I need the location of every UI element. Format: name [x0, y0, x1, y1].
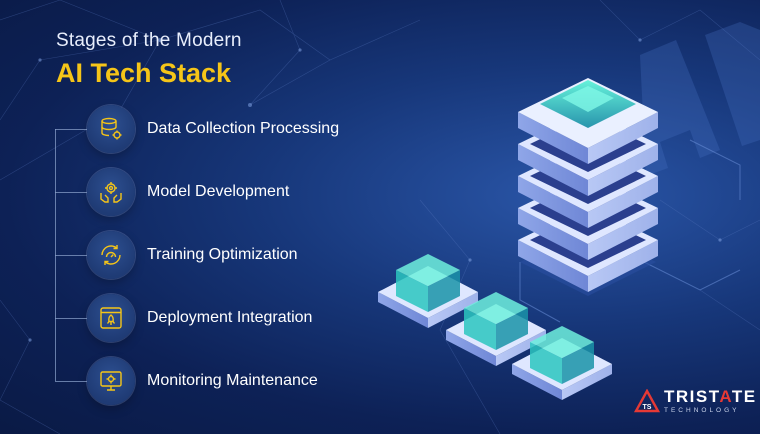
logo-name: TRISTATE [664, 387, 757, 406]
stage-label: Data Collection Processing [147, 120, 340, 137]
tristate-technology-logo: TS TRISTATE TECHNOLOGY [634, 388, 757, 414]
hands-gear-icon [87, 168, 135, 216]
stage-deployment-integration: Deployment Integration [55, 294, 312, 342]
stage-tick [55, 191, 87, 193]
logo-badge-text: TS [643, 404, 652, 411]
logo-wordmark: TRISTATE TECHNOLOGY [664, 388, 757, 414]
logo-subtitle: TECHNOLOGY [664, 407, 740, 414]
stage-tick [55, 128, 87, 130]
stage-tick [55, 317, 87, 319]
stage-tick [55, 380, 87, 382]
stage-tick [55, 254, 87, 256]
monitor-gear-icon [87, 357, 135, 405]
stage-training-optimization: Training Optimization [55, 231, 298, 279]
stage-label: Deployment Integration [147, 309, 313, 326]
heading-line-1: Stages of the Modern [56, 30, 242, 51]
stage-monitoring-maintenance: Monitoring Maintenance [55, 357, 318, 405]
stage-label: Model Development [147, 183, 290, 200]
logo-triangle-icon: TS [634, 389, 660, 413]
stage-data-collection: Data Collection Processing [55, 105, 339, 153]
stage-model-development: Model Development [55, 168, 289, 216]
database-gear-icon [87, 105, 135, 153]
speed-gauge-cycle-icon [87, 231, 135, 279]
rocket-window-icon [87, 294, 135, 342]
stage-label: Training Optimization [147, 246, 298, 263]
stage-label: Monitoring Maintenance [147, 372, 318, 389]
heading-line-2: AI Tech Stack [56, 58, 232, 88]
